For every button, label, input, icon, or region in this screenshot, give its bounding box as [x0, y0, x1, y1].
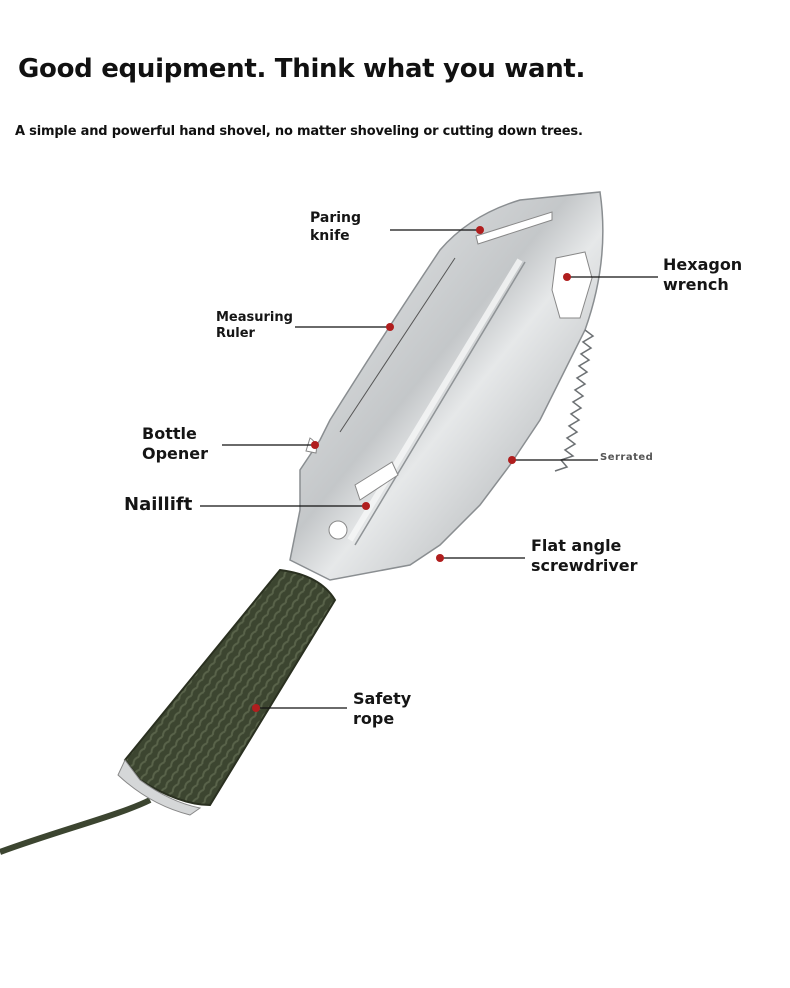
callout-markers [252, 226, 571, 712]
callout-lines [200, 229, 658, 709]
lanyard-cord [0, 797, 152, 855]
paring-knife-slot [475, 211, 553, 245]
rope-handle [123, 568, 337, 807]
serrated-edge [554, 329, 595, 472]
page-subtitle: A simple and powerful hand shovel, no ma… [15, 124, 583, 139]
callout-naillift: Naillift [124, 494, 193, 515]
callout-serrated: Serrated [600, 452, 654, 463]
ruler-markings [339, 257, 456, 433]
hexagon-wrench-hole [551, 251, 593, 319]
page-title: Good equipment. Think what you want. [18, 54, 586, 84]
